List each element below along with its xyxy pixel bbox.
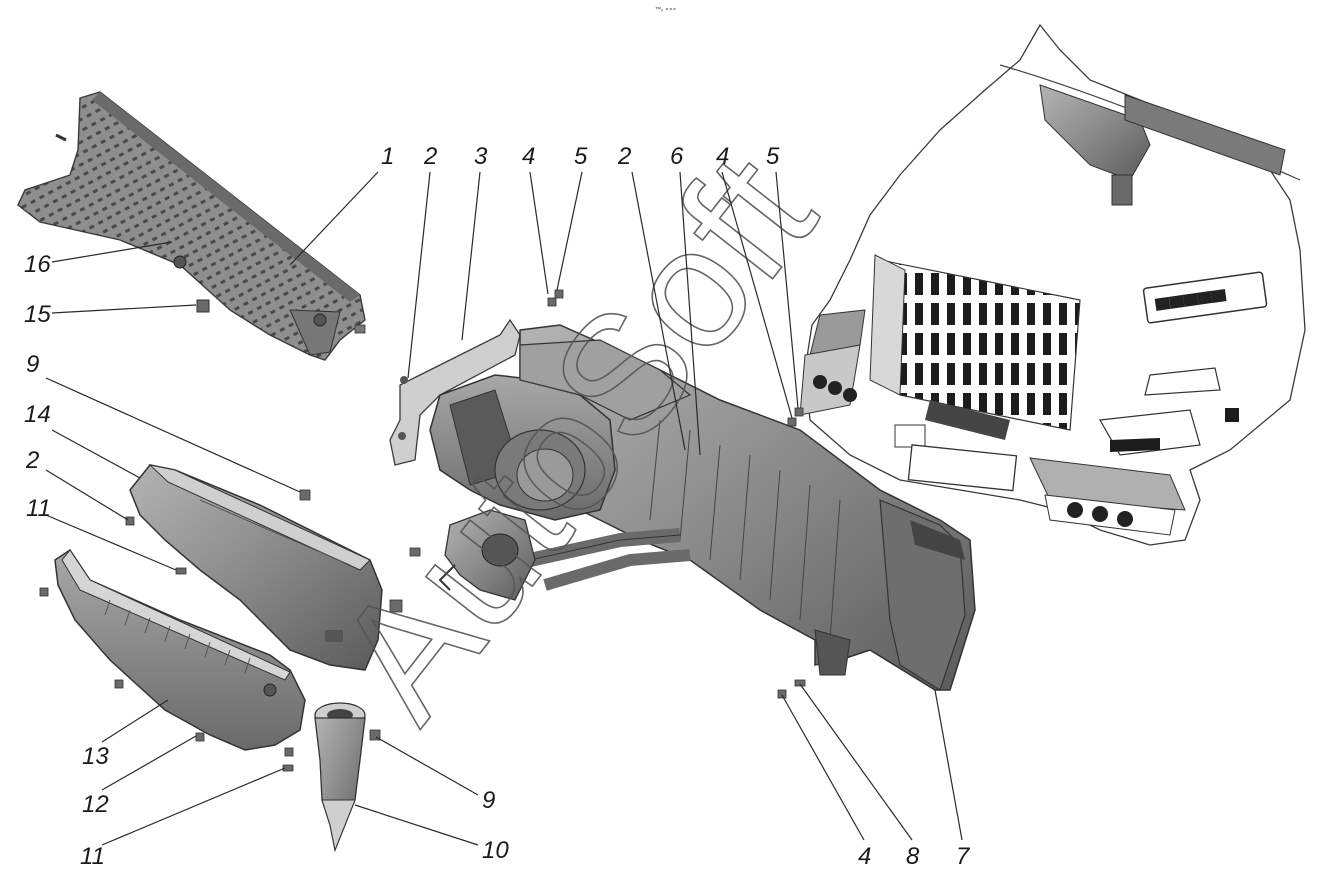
callout-6: 6 — [670, 143, 684, 170]
callout-13: 13 — [82, 743, 109, 770]
callout-7: 7 — [956, 843, 971, 870]
callout-15: 15 — [24, 301, 51, 328]
top-caption: ™₀ ∘∘∘ — [655, 6, 676, 13]
callout-2: 2 — [25, 447, 39, 474]
truck-front-illustration: ▀▀▀▀▀ — [799, 23, 1306, 546]
heater-unit-assembly — [429, 324, 976, 691]
callout-1: 1 — [381, 143, 394, 170]
callout-11: 11 — [26, 495, 51, 522]
callout-11: 11 — [80, 843, 105, 870]
callout-2: 2 — [617, 143, 631, 170]
callout-4: 4 — [858, 843, 871, 870]
part-1-cowl-panel — [17, 91, 366, 361]
callout-16: 16 — [24, 251, 51, 278]
fasteners — [39, 289, 806, 772]
callout-12: 12 — [82, 791, 109, 818]
callout-8: 8 — [906, 843, 920, 870]
callout-labels: 1 2 3 4 5 2 6 4 5 16 15 9 14 2 11 13 12 … — [24, 143, 971, 870]
callout-4: 4 — [716, 143, 729, 170]
part-13-lower-cover — [54, 548, 306, 751]
part-15-clip — [196, 299, 210, 313]
callout-5: 5 — [574, 143, 588, 170]
callout-2: 2 — [423, 143, 437, 170]
callout-9: 9 — [26, 351, 39, 378]
callout-4: 4 — [522, 143, 535, 170]
callout-10: 10 — [482, 837, 509, 864]
callout-3: 3 — [474, 143, 488, 170]
part-10-drain-tube — [314, 702, 366, 853]
callout-14: 14 — [24, 401, 51, 428]
part-14-upper-cover — [129, 464, 383, 671]
callout-5: 5 — [766, 143, 780, 170]
callout-9: 9 — [482, 787, 495, 814]
leader-lines — [45, 171, 963, 846]
